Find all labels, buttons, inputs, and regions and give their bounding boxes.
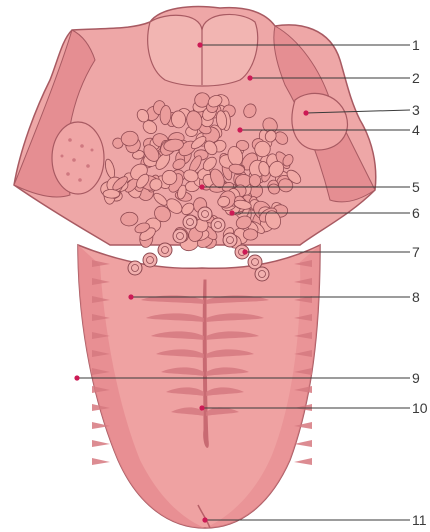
marker-7	[242, 249, 247, 254]
lingual-follicle	[243, 229, 258, 240]
lingual-follicle	[103, 189, 120, 198]
marker-5	[199, 184, 204, 189]
label-2: 2	[412, 70, 420, 86]
vallate-papilla	[198, 207, 212, 221]
margin-streak	[92, 458, 110, 465]
number-labels: 1 2 3 4 5 6 7 8 9 10 11	[412, 37, 428, 528]
vallate-papilla	[158, 243, 172, 257]
marker-9	[74, 375, 79, 380]
vallate-papilla	[183, 215, 197, 229]
marker-2	[247, 75, 252, 80]
vallate-papilla	[173, 229, 187, 243]
vallate-papilla	[223, 233, 237, 247]
vallate-papilla	[143, 253, 157, 267]
label-7: 7	[412, 244, 420, 260]
marker-3	[303, 110, 308, 115]
label-9: 9	[412, 370, 420, 386]
marker-11	[202, 517, 207, 522]
tongue-body	[78, 245, 320, 528]
left-palatine-tonsil	[52, 122, 104, 194]
marker-4	[237, 127, 242, 132]
vallate-papilla	[211, 218, 225, 232]
label-1: 1	[412, 37, 420, 53]
label-8: 8	[412, 289, 420, 305]
label-6: 6	[412, 205, 420, 221]
marker-10	[199, 405, 204, 410]
marker-6	[229, 210, 234, 215]
label-10: 10	[412, 400, 428, 416]
margin-streak	[92, 440, 110, 447]
label-4: 4	[412, 122, 420, 138]
marker-8	[128, 294, 133, 299]
label-11: 11	[412, 512, 427, 528]
marker-1	[197, 42, 202, 47]
label-3: 3	[412, 102, 420, 118]
label-5: 5	[412, 179, 420, 195]
vallate-papilla	[255, 267, 269, 281]
margin-streak	[294, 458, 312, 465]
vallate-papilla	[128, 261, 142, 275]
